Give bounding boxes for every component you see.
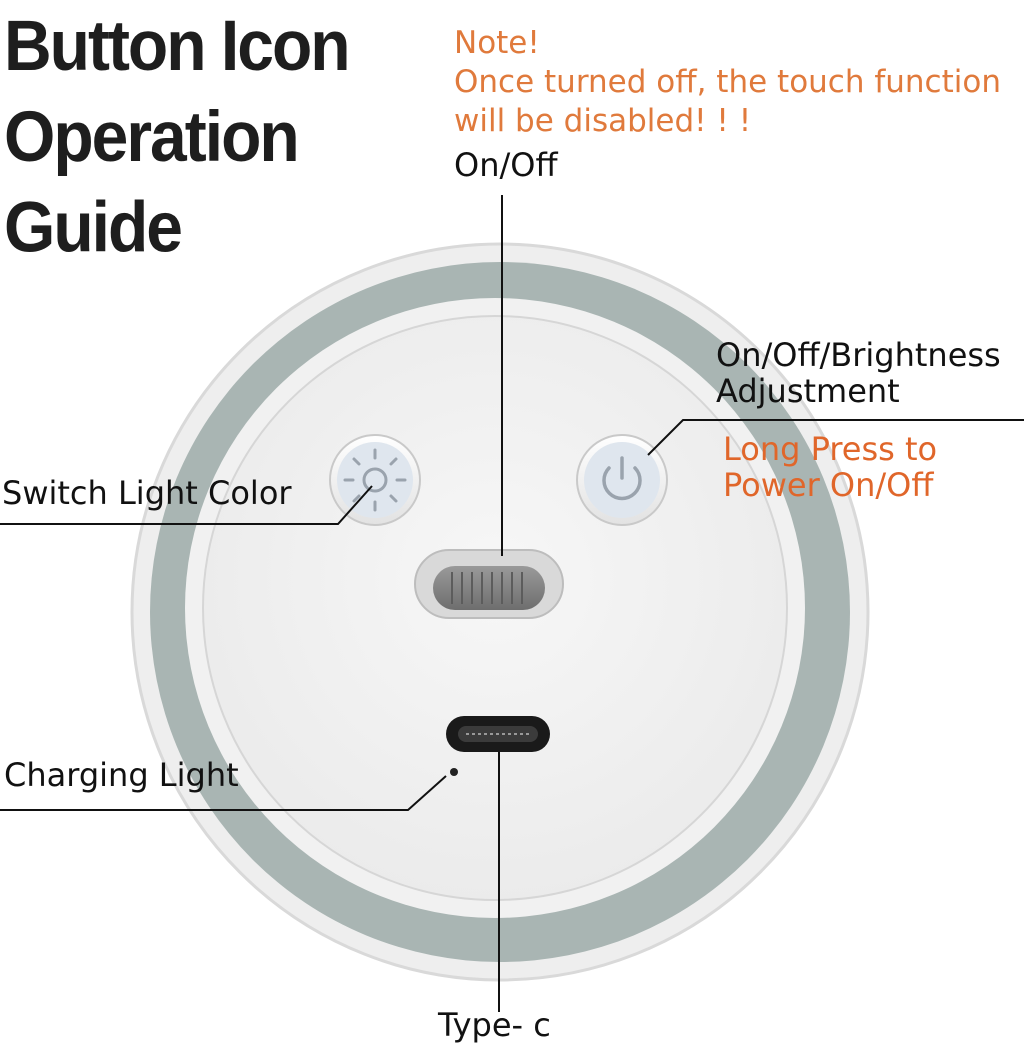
note-block: Note! Once turned off, the touch functio… xyxy=(454,24,1001,141)
label-charging-light: Charging Light xyxy=(4,756,239,794)
sun-icon[interactable] xyxy=(329,434,421,526)
label-brightness-1: On/Off/Brightness xyxy=(716,336,1001,374)
usb-c-port-icon[interactable] xyxy=(446,716,550,752)
label-type-c: Type- c xyxy=(438,1006,551,1044)
title-line-3: Guide xyxy=(4,186,183,267)
note-heading: Note! xyxy=(454,25,540,61)
note-line-1: Once turned off, the touch function xyxy=(454,64,1001,100)
title-line-2: Operation xyxy=(4,96,300,177)
slide-switch-icon[interactable] xyxy=(414,549,564,619)
leader-lines xyxy=(0,195,1024,1012)
label-on-off: On/Off xyxy=(454,146,558,184)
note-line-2: will be disabled! ! ! xyxy=(454,103,752,139)
led-dot-icon xyxy=(450,768,458,776)
label-brightness-2: Adjustment xyxy=(716,372,900,410)
power-icon[interactable] xyxy=(576,434,668,526)
label-switch-color: Switch Light Color xyxy=(2,474,292,512)
label-long-press-1: Long Press to xyxy=(723,430,938,468)
label-long-press-2: Power On/Off xyxy=(723,466,934,504)
title-line-1: Button Icon xyxy=(4,5,351,86)
page-title: Button Icon Operation Guide xyxy=(4,0,424,272)
